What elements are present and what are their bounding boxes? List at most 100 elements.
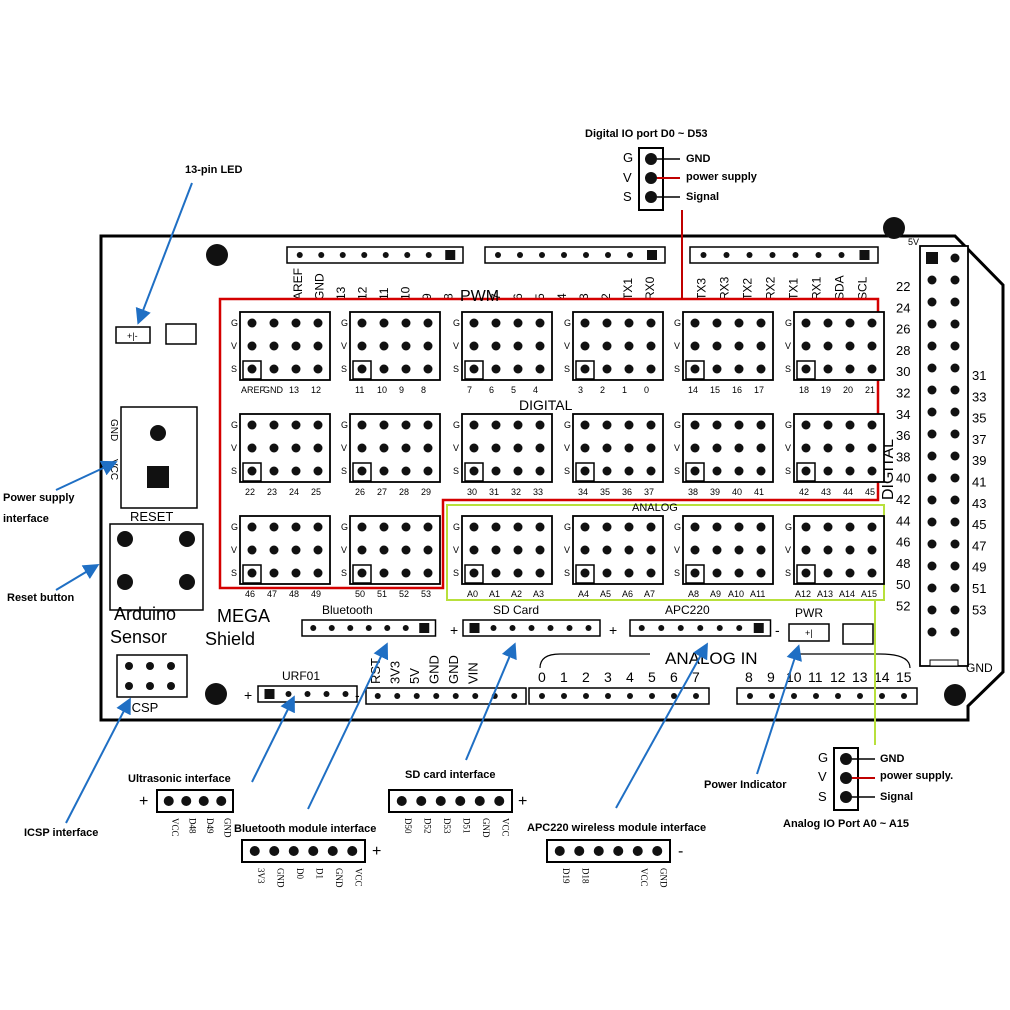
module-pin-label: D0 [295, 868, 305, 879]
apc220-minus: - [775, 622, 780, 638]
block-pin-label: 49 [311, 589, 321, 599]
block-pin-label: 25 [311, 487, 321, 497]
block-pin-label: 33 [533, 487, 543, 497]
bluetooth-label: Bluetooth [322, 603, 373, 617]
module-pin-label: D49 [205, 818, 215, 834]
block-pin-label: 21 [865, 385, 875, 395]
gvs-label: V [453, 341, 459, 351]
gvs-label: G [231, 522, 238, 532]
block-pin-label: 9 [399, 385, 404, 395]
power-header-pin-label: 5V [407, 668, 422, 684]
module-pin-label: D48 [187, 818, 197, 834]
gnd-right-label: GND [966, 661, 993, 675]
block-pin-label: 35 [600, 487, 610, 497]
right-header-right-num: 37 [972, 432, 986, 447]
top-header-pin-label: 10 [398, 286, 412, 300]
gvs-label: G [674, 522, 681, 532]
digital-port-title: Digital IO port D0 ~ D53 [585, 128, 708, 140]
analog-header-pin-label: 3 [604, 669, 612, 685]
block-pin-label: 50 [355, 589, 365, 599]
gvs-label: V [231, 341, 237, 351]
power-header [365, 687, 527, 705]
gvs-label: V [341, 545, 347, 555]
module-pin-label: GND [481, 818, 491, 838]
digital-signal-label: Signal [686, 191, 719, 203]
block-pin-label: 1 [622, 385, 627, 395]
gvs-label: G [785, 420, 792, 430]
top-header-pin-label: RX1 [810, 276, 824, 300]
led-13-label: 13-pin LED [185, 164, 243, 176]
top-header-pin-label: 5 [533, 293, 547, 300]
top-header-pin-label: 9 [420, 293, 434, 300]
power-iface-label-2: interface [3, 513, 49, 525]
board-outline [99, 234, 1005, 722]
block-pin-label: 14 [688, 385, 698, 395]
digital-port-callout: Digital IO port D0 ~ D53 G V S GND power… [585, 128, 758, 299]
gvs-label: V [564, 341, 570, 351]
gvs-label: G [453, 522, 460, 532]
block-pin-label: GND [263, 385, 284, 395]
urf01-header [257, 685, 358, 703]
top-header-pin-label: GND [312, 273, 326, 300]
block-pin-label: 11 [355, 385, 364, 395]
top-header-1 [286, 246, 464, 264]
analog-header-pin-label: 12 [830, 669, 846, 685]
right-header-right-num: 33 [972, 389, 986, 404]
top-header-pin-label: RX0 [643, 276, 657, 300]
top-header-pin-label: TX1 [787, 278, 801, 300]
pwm-label: PWM [460, 288, 499, 305]
analog-header-pin-label: 13 [852, 669, 868, 685]
block-pin-label: 3 [578, 385, 583, 395]
board-module-headers: ++-+- [244, 619, 780, 703]
urf01-minus: - [355, 687, 360, 703]
block-pin-label: 22 [245, 487, 255, 497]
right-header-left-num: 48 [896, 556, 910, 571]
analog-power-label: power supply. [880, 770, 953, 782]
block-pin-label: 7 [467, 385, 472, 395]
gvs-label: S [341, 364, 347, 374]
bluetooth-plus: + [450, 622, 458, 638]
top-header-pin-label: 7 [489, 293, 503, 300]
analog-signal-label: Signal [880, 791, 913, 803]
power-iface-label-1: Power supply [3, 492, 75, 504]
block-pin-label: A4 [578, 589, 589, 599]
analog-header-pin-label: 14 [874, 669, 890, 685]
gvs-label: V [785, 341, 791, 351]
top-header-pin-label: SCL [856, 276, 870, 300]
right-header-left-num: 44 [896, 513, 910, 528]
pwr-label: PWR [795, 606, 823, 620]
right-header-left-num: 50 [896, 577, 910, 592]
right-header-right-num: 31 [972, 368, 986, 383]
sdcard-label: SD Card [493, 603, 539, 617]
analog-header-pin-label: 0 [538, 669, 546, 685]
block-pin-label: 23 [267, 487, 277, 497]
gvs-label: S [453, 364, 459, 374]
shield-label: Shield [205, 629, 255, 649]
gvs-label: S [453, 466, 459, 476]
gvs-label: V [564, 545, 570, 555]
five-v-label: 5V [908, 237, 919, 247]
analog-header-pin-label: 4 [626, 669, 634, 685]
block-pin-label: 4 [533, 385, 538, 395]
gvs-label: G [341, 522, 348, 532]
gvs-label: V [341, 341, 347, 351]
gvs-label: S [231, 364, 237, 374]
gvs-label: S [674, 466, 680, 476]
bluetooth-header [301, 619, 437, 637]
block-pin-label: 17 [754, 385, 764, 395]
digital-port-v: V [623, 170, 632, 185]
block-pin-label: 43 [821, 487, 831, 497]
top-header-pin-label: RX3 [718, 276, 732, 300]
gvs-label: S [785, 568, 791, 578]
block-pin-label: 30 [467, 487, 477, 497]
mounting-holes [205, 217, 966, 706]
gvs-label: G [564, 420, 571, 430]
